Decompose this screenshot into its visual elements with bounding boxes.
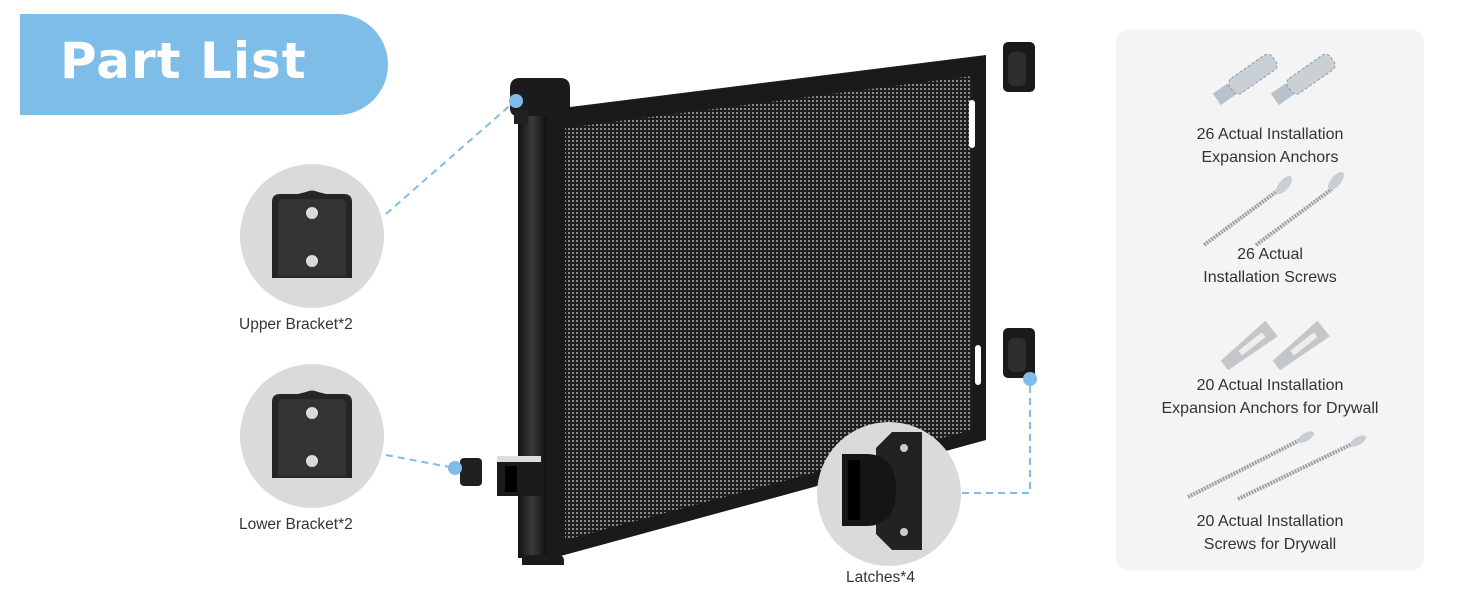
hardware-panel: 26 Actual Installation Expansion Anchors… (1116, 29, 1424, 571)
part-list-banner: Part List (20, 14, 388, 115)
lower-bracket-label: Lower Bracket*2 (239, 516, 353, 533)
drywall-anchor-icon (1220, 320, 1330, 371)
hardware-item-label: 20 Actual Installation Expansion Anchors… (1161, 377, 1379, 417)
upper-bracket-label: Upper Bracket*2 (239, 316, 353, 333)
hardware-item-label: 26 Actual Installation Expansion Anchors (1196, 126, 1344, 166)
drywall-screw-icon (1187, 431, 1367, 501)
hardware-item-label: 26 Actual Installation Screws (1203, 246, 1337, 286)
upper-bracket-icon (272, 190, 352, 278)
upper-bracket-marker (509, 94, 523, 108)
latches-label: Latches*4 (846, 569, 915, 586)
expansion-anchor-icon (1212, 53, 1336, 106)
installation-screw-icon (1202, 171, 1345, 247)
latch-marker (1023, 372, 1037, 386)
hardware-item-label: 20 Actual Installation Screws for Drywal… (1196, 513, 1344, 553)
lower-bracket-marker (448, 461, 462, 475)
latch-icon (842, 432, 922, 550)
lower-bracket-icon (272, 390, 352, 478)
page-title: Part List (60, 32, 307, 90)
